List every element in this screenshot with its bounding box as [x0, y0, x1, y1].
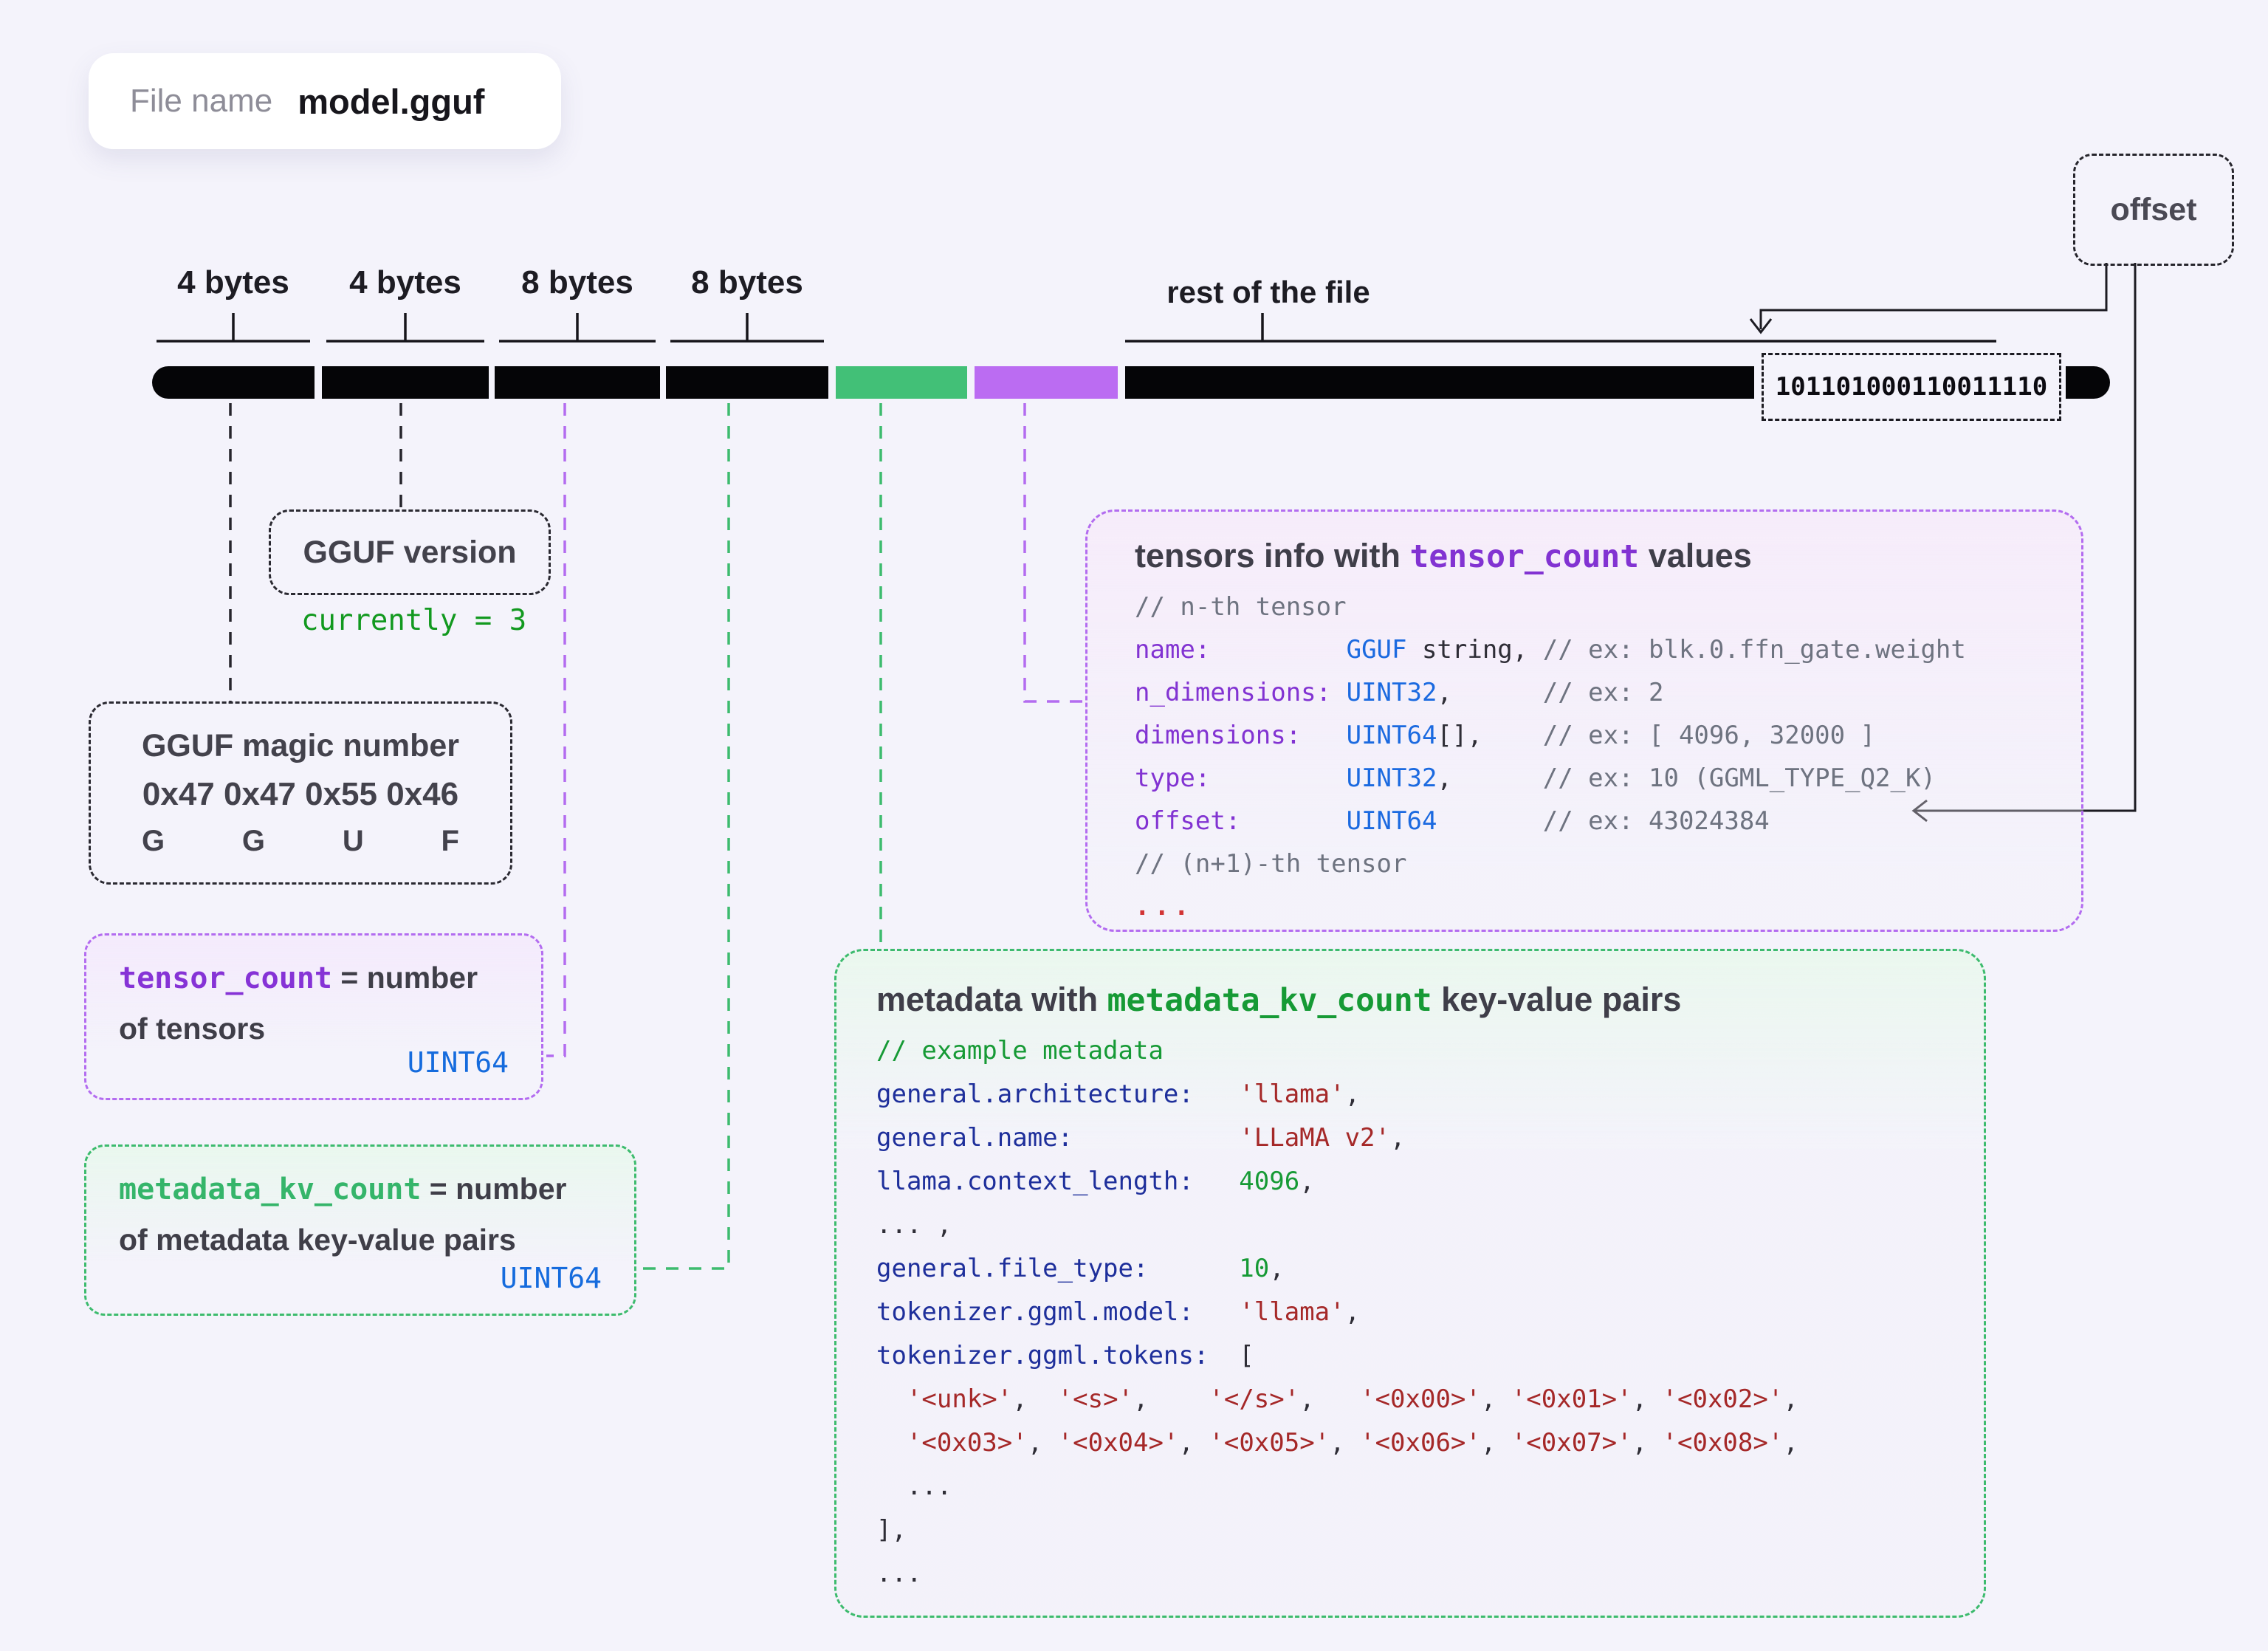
offset-box: offset: [2073, 154, 2234, 266]
tensors-info-connector: [1023, 403, 1084, 703]
file-name-pill: File name model.gguf: [89, 53, 561, 149]
magic-char-g1: G: [142, 825, 165, 857]
bar-segment-tensor-count: [495, 366, 660, 399]
tensor-count-connector: [546, 403, 566, 1057]
metadata-kv-rest: = number: [421, 1172, 567, 1206]
version-note: currently = 3: [301, 604, 527, 637]
bar-segment-metadata: [836, 366, 967, 399]
metadata-box: metadata with metadata_kv_count key-valu…: [834, 949, 1986, 1618]
metadata-kv-connector: [639, 403, 730, 1270]
binary-offset-box: 101101000110011110: [1762, 353, 2061, 421]
offset-label: offset: [2110, 191, 2197, 227]
tensor-count-box: tensor_count = number of tensors UINT64: [84, 933, 543, 1100]
magic-char-g2: G: [241, 825, 266, 857]
tensor-count-keyword: tensor_count: [119, 961, 332, 995]
magic-chars: G G U F: [142, 825, 459, 858]
magic-title: GGUF magic number: [141, 728, 460, 763]
metadata-kv-count-box: metadata_kv_count = number of metadata k…: [84, 1144, 636, 1316]
tensor-count-type: UINT64: [407, 1046, 509, 1079]
segment-brackets: [157, 313, 1996, 343]
tensors-info-box: tensors info with tensor_count values //…: [1085, 509, 2083, 932]
metadata-title: metadata with metadata_kv_count key-valu…: [876, 981, 1682, 1019]
tensors-title-keyword: tensor_count: [1409, 538, 1640, 575]
metadata-kv-line2: of metadata key-value pairs: [119, 1223, 516, 1257]
bar-segment-tensors-info: [975, 366, 1118, 399]
byte-label-1: 4 bytes: [177, 264, 289, 301]
offset-to-bar-arrow: [1749, 263, 2108, 334]
bar-segment-magic: [152, 366, 315, 399]
file-name-value: model.gguf: [298, 81, 485, 121]
byte-label-3: 8 bytes: [521, 264, 633, 301]
gguf-magic-number-box: GGUF magic number 0x47 0x47 0x55 0x46 G …: [89, 701, 512, 885]
bar-segment-rest: [1125, 366, 1754, 399]
bar-segment-metadata-kv-count: [666, 366, 828, 399]
rest-of-file-label: rest of the file: [1166, 275, 1370, 309]
gguf-version-title: GGUF version: [303, 534, 517, 570]
tensor-count-rest: = number: [331, 961, 478, 995]
byte-label-2: 4 bytes: [349, 264, 461, 301]
byte-label-4: 8 bytes: [691, 264, 803, 301]
bar-segment-end-cap: [2066, 366, 2110, 399]
tensors-info-title: tensors info with tensor_count values: [1135, 537, 1752, 575]
bar-segment-version: [322, 366, 489, 399]
file-name-label: File name: [130, 83, 273, 119]
metadata-title-keyword: metadata_kv_count: [1107, 982, 1432, 1019]
magic-char-u: U: [342, 825, 364, 857]
binary-value: 101101000110011110: [1775, 372, 2048, 402]
magic-char-f: F: [441, 825, 459, 857]
tensor-count-line2: of tensors: [119, 1012, 266, 1046]
metadata-kv-keyword: metadata_kv_count: [119, 1173, 422, 1206]
metadata-kv-type: UINT64: [500, 1262, 602, 1294]
magic-hex: 0x47 0x47 0x55 0x46: [142, 776, 459, 812]
gguf-version-box: GGUF version: [269, 509, 551, 595]
